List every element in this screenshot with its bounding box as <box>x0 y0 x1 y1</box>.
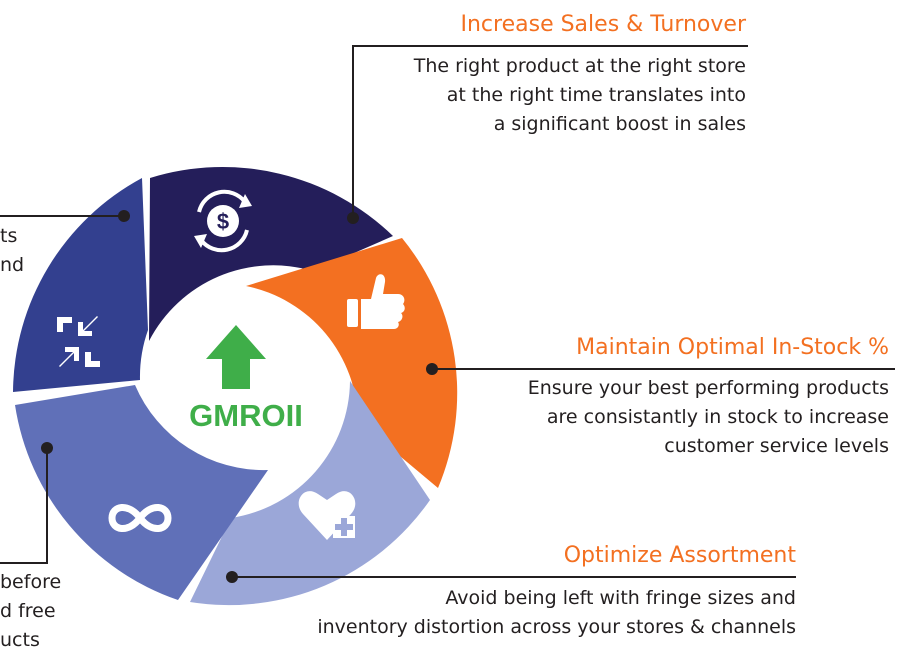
desc-optimize-assortment: Avoid being left with fringe sizes and i… <box>317 584 796 642</box>
desc-line: inventory distortion across your stores … <box>317 616 796 638</box>
desc-line: Avoid being left with fringe sizes and <box>445 587 796 609</box>
desc-line: The right product at the right store <box>413 55 746 77</box>
compress-arrows-icon <box>57 316 100 367</box>
segment-in-stock <box>246 238 458 488</box>
desc-line: nd <box>0 254 25 276</box>
thumbs-up-icon <box>347 274 405 329</box>
desc-line: d free <box>0 600 56 622</box>
up-arrow-icon <box>206 325 266 389</box>
connector-dot-optimize-assortment <box>226 571 238 583</box>
desc-line: Ensure your best performing products <box>527 377 889 399</box>
segment-lifecycle <box>15 385 268 600</box>
connector-increase-sales <box>352 45 748 218</box>
connector-lifecycle <box>0 448 48 564</box>
heading-in-stock: Maintain Optimal In-Stock % <box>576 335 889 360</box>
desc-lifecycle: before d free ucts <box>0 568 61 655</box>
infinity-icon <box>108 504 172 532</box>
desc-line: customer service levels <box>664 435 889 457</box>
svg-text:$: $ <box>217 209 229 234</box>
connector-dot-increase-sales <box>347 212 359 224</box>
desc-line: before <box>0 571 62 593</box>
desc-line: are consistantly in stock to increase <box>546 406 889 428</box>
desc-line: ucts <box>0 629 40 651</box>
desc-line: ts <box>0 225 18 247</box>
heading-increase-sales: Increase Sales & Turnover <box>460 12 747 37</box>
segment-increase-sales <box>149 167 393 341</box>
dollar-refresh-icon: $ <box>194 189 252 253</box>
hub-label: GMROII <box>189 398 303 433</box>
desc-line: a significant boost in sales <box>493 113 746 135</box>
connector-dot-consolidate <box>118 210 130 222</box>
connector-dot-lifecycle <box>41 442 53 454</box>
desc-increase-sales: The right product at the right store at … <box>414 52 746 139</box>
connector-dot-in-stock <box>426 363 438 375</box>
desc-line: at the right time translates into <box>446 84 746 106</box>
segment-consolidate <box>13 178 148 392</box>
heart-plus-icon <box>298 491 356 540</box>
heading-optimize-assortment: Optimize Assortment <box>563 543 796 568</box>
desc-consolidate: ts nd <box>0 222 24 280</box>
desc-in-stock: Ensure your best performing products are… <box>528 374 889 461</box>
